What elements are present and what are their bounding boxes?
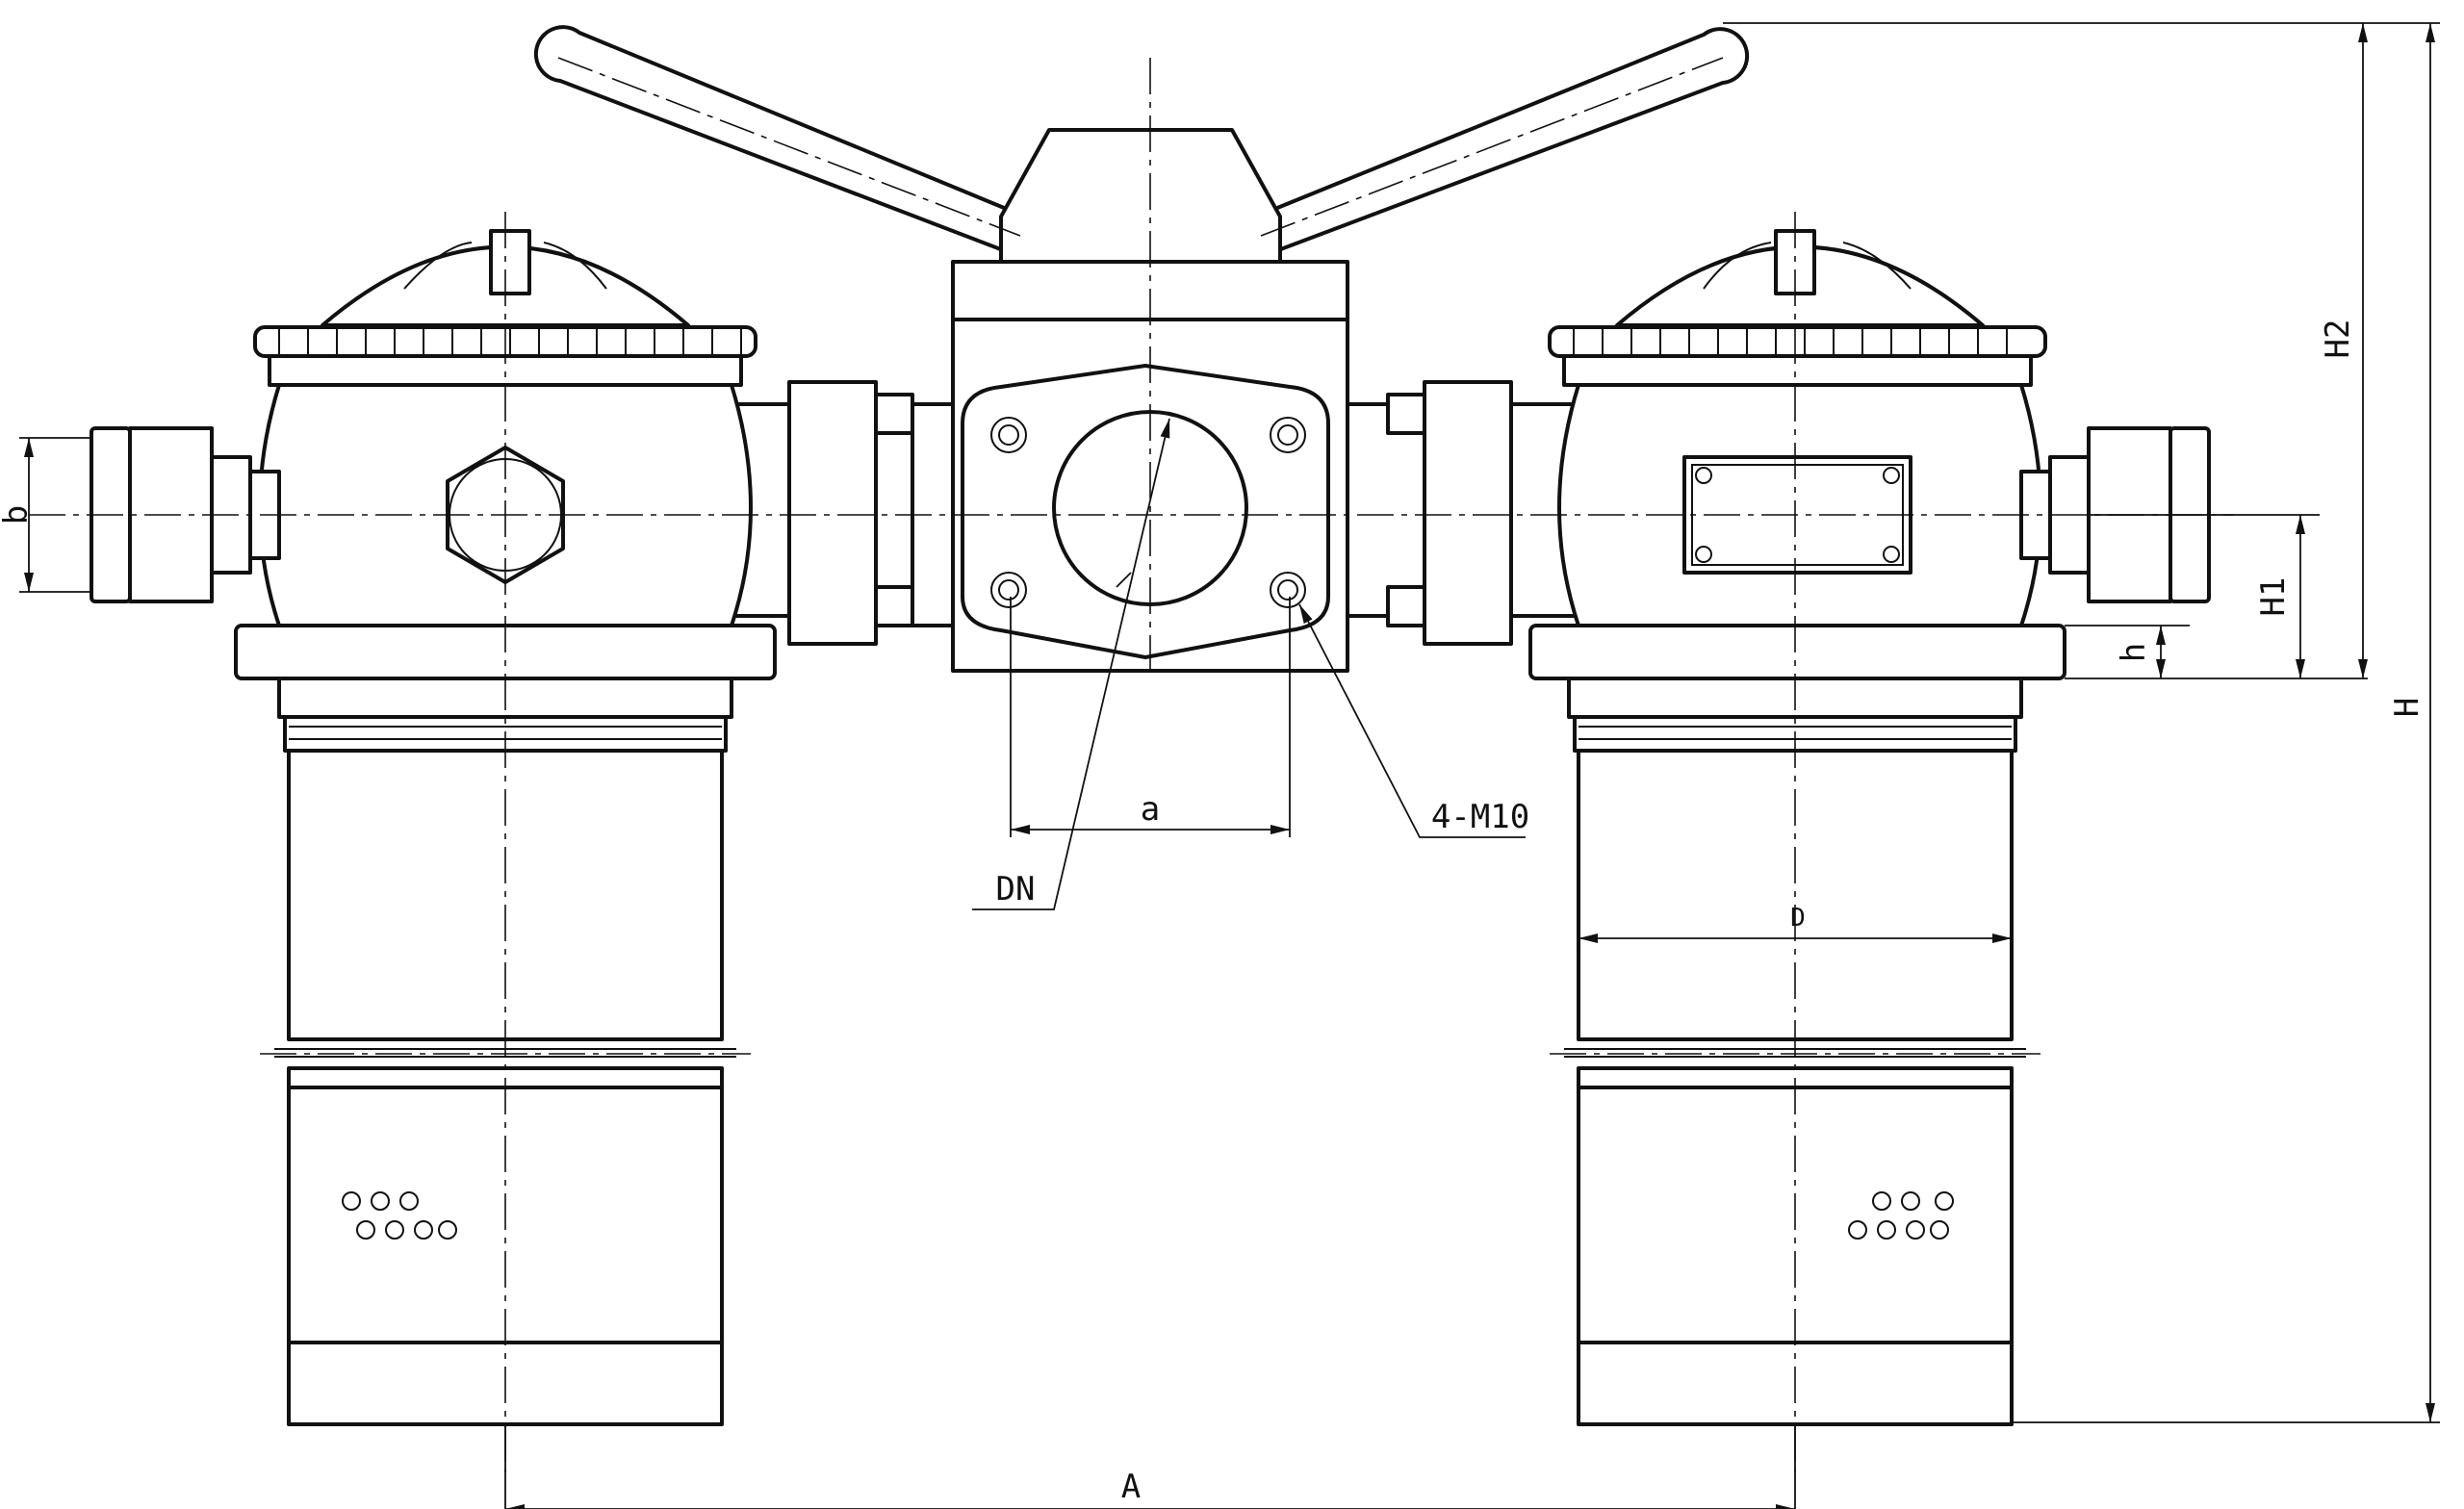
dim-label-b: b bbox=[0, 505, 36, 524]
left-connection bbox=[715, 380, 955, 646]
center-lines bbox=[29, 57, 2233, 1472]
right-filter bbox=[1528, 229, 2211, 1426]
dim-label-a: a bbox=[1141, 790, 1160, 829]
handle bbox=[533, 25, 1750, 264]
left-filter bbox=[90, 229, 777, 1426]
dim-label-h1: H1 bbox=[2254, 577, 2293, 617]
right-connection bbox=[1346, 380, 1590, 646]
left-vent-holes bbox=[342, 1191, 457, 1240]
dim-label-d: D bbox=[1790, 904, 1806, 933]
dim-label-big-h: H bbox=[2388, 698, 2426, 717]
dim-label-bolts: 4-M10 bbox=[1431, 798, 1529, 836]
dimension-lines bbox=[19, 22, 2440, 1509]
flange-bolt-holes bbox=[990, 417, 1306, 608]
dim-label-dn: DN bbox=[996, 870, 1036, 908]
dim-label-h2: H2 bbox=[2319, 320, 2357, 359]
right-vent-holes bbox=[1848, 1191, 1954, 1240]
dim-label-h: h bbox=[2115, 643, 2153, 662]
dimension-labels: b a DN 4-M10 D A h H1 H2 H bbox=[0, 320, 2426, 1506]
dim-label-big-a: A bbox=[1121, 1468, 1141, 1506]
